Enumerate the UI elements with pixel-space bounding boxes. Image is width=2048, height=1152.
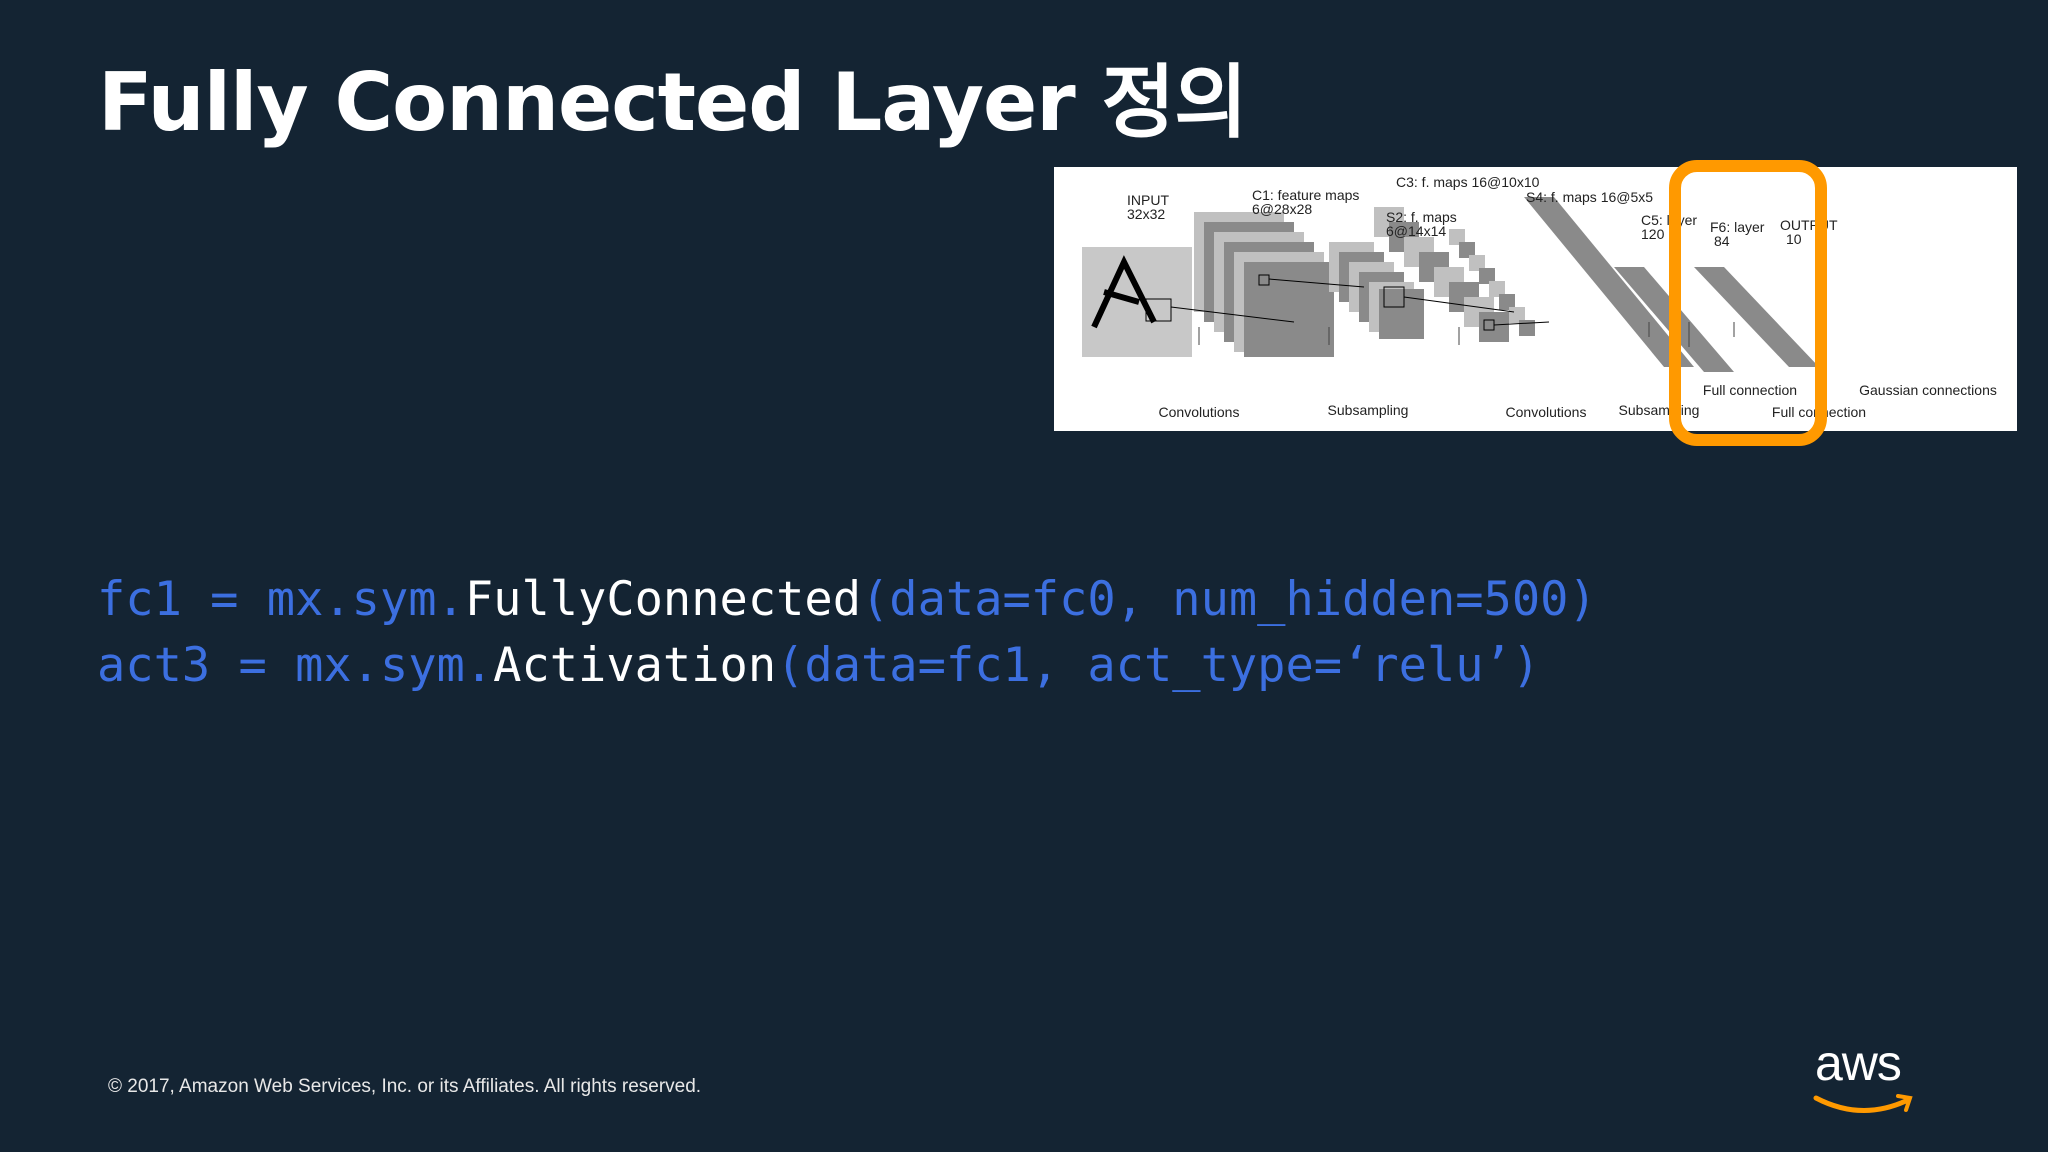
slide-title: Fully Connected Layer 정의 (98, 56, 1248, 149)
label-s2-size: 6@14x14 (1386, 223, 1446, 239)
label-c3: C3: f. maps 16@10x10 (1396, 174, 1540, 190)
aws-smile-icon (1813, 1094, 1913, 1113)
label-s4: S4: f. maps 16@5x5 (1526, 189, 1653, 205)
code-line-1: fc1 = mx.sym.FullyConnected(data=fc0, nu… (97, 572, 1597, 627)
output-layer (1694, 267, 1819, 367)
label-f6: F6: layer (1710, 219, 1765, 235)
code-prefix: act3 = mx.sym. (97, 638, 494, 693)
label-c1: C1: feature maps (1252, 187, 1359, 203)
label-f6-size: 84 (1714, 233, 1730, 249)
label-s2: S2: f. maps (1386, 209, 1457, 225)
highlight-box (1669, 160, 1827, 446)
input-letter-a (1091, 255, 1157, 329)
code-args: (data=fc0, num_hidden=500) (861, 572, 1597, 627)
code-prefix: fc1 = mx.sym. (97, 572, 465, 627)
op-convolutions-1: Convolutions (1159, 404, 1240, 420)
lenet-diagram-graphic: INPUT 32x32 C1: feature maps 6@28x28 S2:… (1082, 174, 1997, 420)
aws-logo-text: aws (1815, 1035, 1902, 1091)
s2-maps (1329, 242, 1424, 339)
copyright-notice: © 2017, Amazon Web Services, Inc. or its… (108, 1076, 702, 1097)
code-function: FullyConnected (464, 572, 862, 627)
code-line-2: act3 = mx.sym.Activation(data=fc1, act_t… (97, 638, 1540, 693)
op-subsampling-1: Subsampling (1328, 402, 1409, 418)
lenet-architecture-diagram: INPUT 32x32 C1: feature maps 6@28x28 S2:… (1054, 167, 2017, 431)
op-gaussian-connections: Gaussian connections (1859, 382, 1997, 398)
s4-maps (1449, 229, 1535, 336)
code-function: Activation (493, 638, 777, 693)
c3-maps (1374, 207, 1509, 342)
label-c1-size: 6@28x28 (1252, 201, 1312, 217)
code-args: (data=fc1, act_type=‘relu’) (776, 638, 1541, 693)
connection-lines (1145, 274, 1550, 331)
label-input-size: 32x32 (1127, 206, 1165, 222)
label-c5-size: 120 (1641, 226, 1665, 242)
label-output-size: 10 (1786, 231, 1802, 247)
op-convolutions-2: Convolutions (1506, 404, 1587, 420)
aws-logo: aws (1812, 1035, 1922, 1120)
label-input: INPUT (1127, 192, 1169, 208)
operation-ticks (1198, 322, 1735, 347)
c5-layer (1524, 197, 1694, 367)
op-full-connection-1: Full connection (1703, 382, 1797, 398)
